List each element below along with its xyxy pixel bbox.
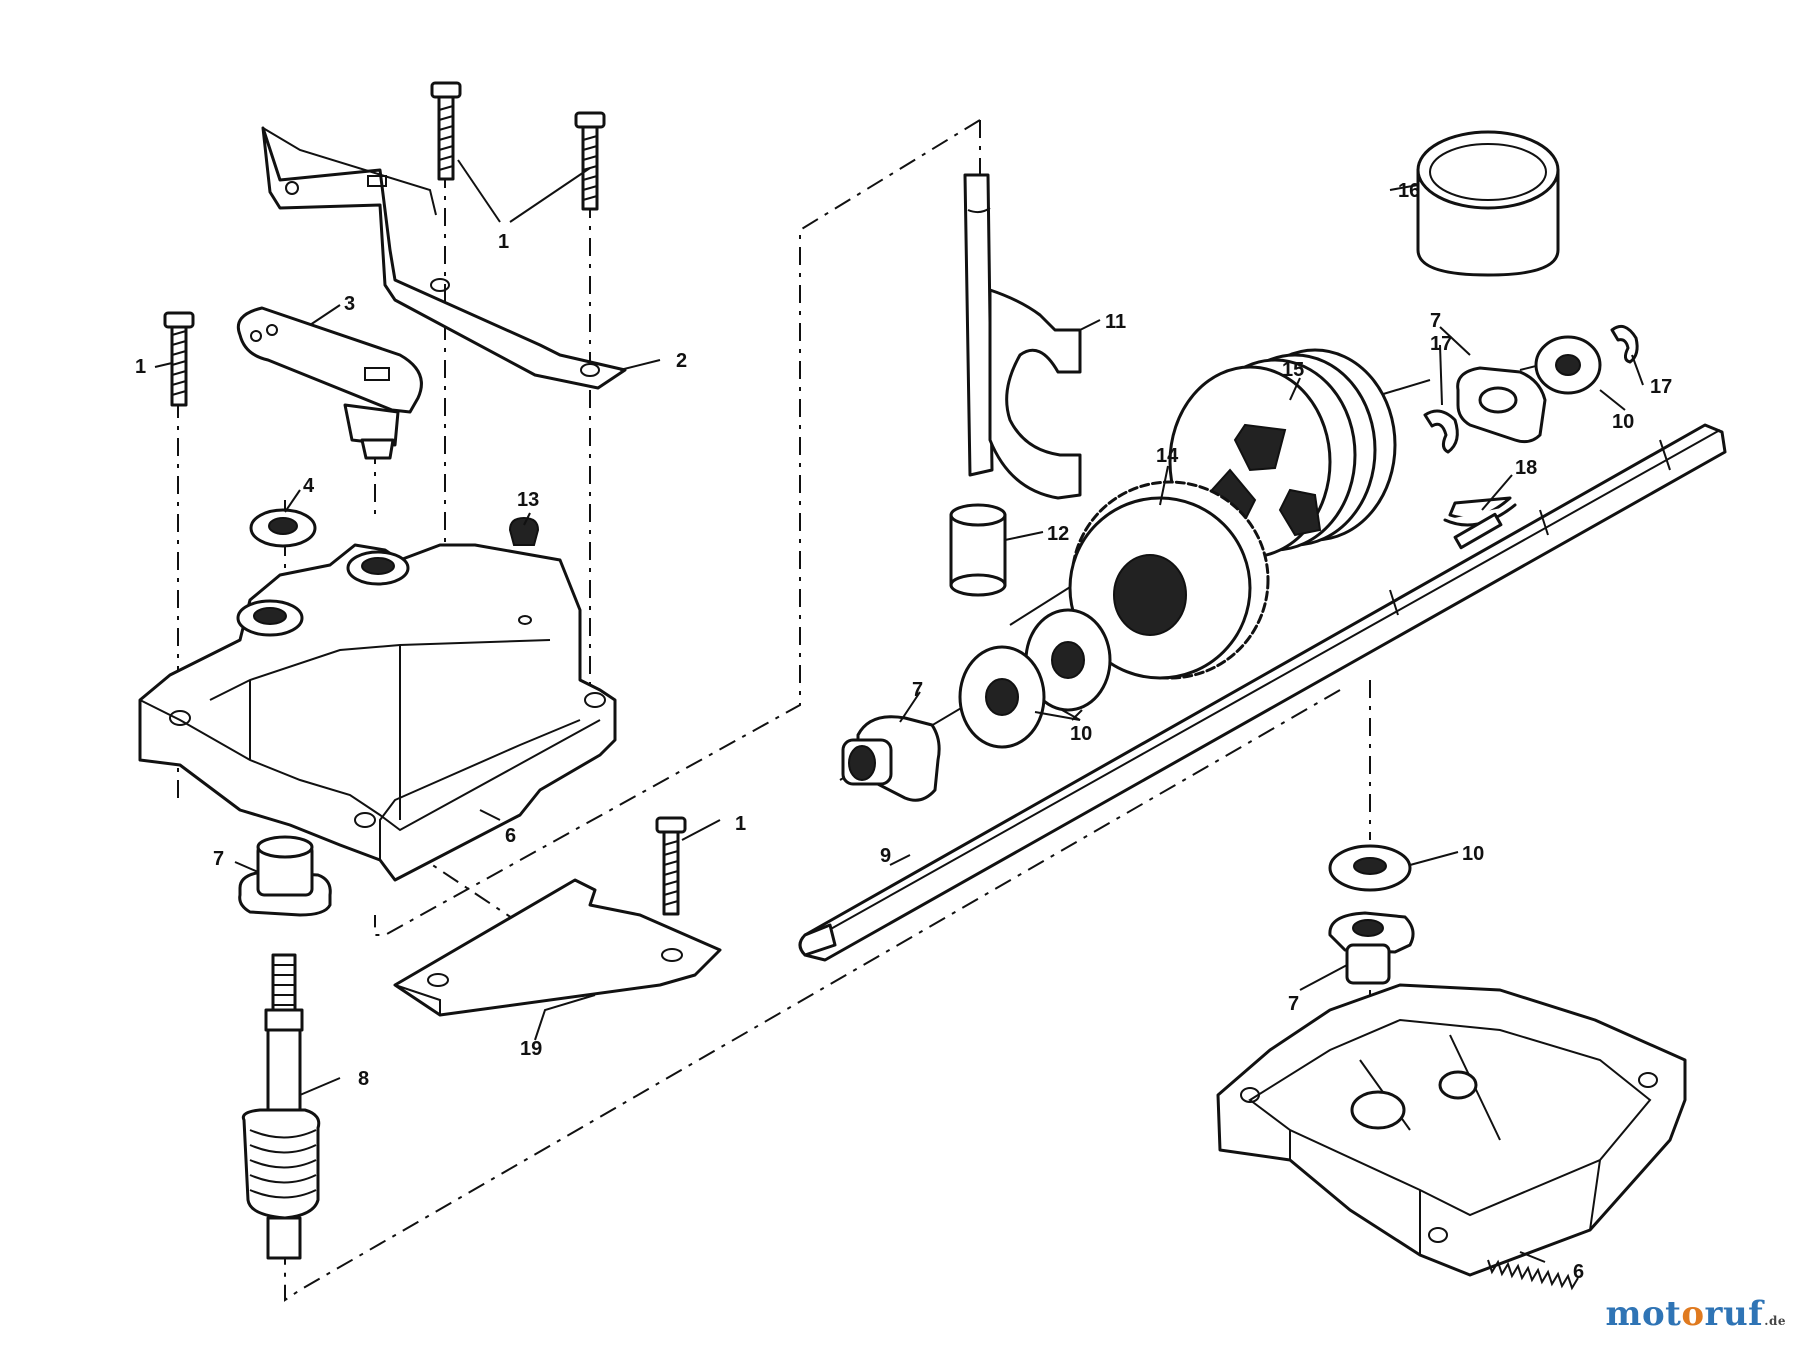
part-13-plug: [508, 516, 540, 546]
part-11-fork: [963, 173, 1082, 500]
part-2-bracket: [261, 126, 627, 390]
screw-1-top-a: [430, 81, 462, 181]
callout-7-right-top: 7: [1430, 310, 1441, 332]
part-16-cup: [1416, 130, 1560, 277]
part-15-pulley: [1168, 348, 1397, 559]
part-6-lower-housing: [1216, 983, 1687, 1291]
part-17-clip-top: [1610, 324, 1639, 364]
watermark-tld: .de: [1764, 1314, 1786, 1328]
callout-7-lower-right: 7: [1288, 993, 1299, 1015]
part-6-upper-housing: [138, 543, 617, 882]
callout-10-center: 10: [1070, 723, 1092, 745]
callout-12: 12: [1047, 523, 1069, 545]
screw-1-bottom: [655, 816, 687, 916]
watermark-logo: motoruf.de: [1605, 1294, 1786, 1334]
callout-8: 8: [358, 1068, 369, 1090]
part-4-washer: [249, 508, 317, 548]
callout-3: 3: [344, 293, 355, 315]
callout-1-top: 1: [498, 231, 509, 253]
callout-2: 2: [676, 350, 687, 372]
part-14-gear: [1068, 480, 1270, 680]
callout-7-center: 7: [912, 679, 923, 701]
part-8-worm-shaft: [241, 953, 321, 1260]
callout-14: 14: [1156, 445, 1179, 467]
part-17-clip-mid: [1423, 409, 1459, 454]
callout-11: 11: [1105, 311, 1126, 333]
part-10-washer-right-top: [1534, 335, 1602, 395]
callout-18: 18: [1515, 457, 1537, 479]
callout-17-mid: 17: [1430, 333, 1452, 355]
part-19-plate: [393, 878, 722, 1017]
watermark-part-1: mot: [1605, 1294, 1682, 1334]
screw-1-top-b: [574, 111, 606, 211]
callout-16: 16: [1398, 180, 1420, 202]
part-18-key: [1443, 496, 1517, 527]
callout-4: 4: [303, 475, 315, 497]
part-3-lever: [236, 306, 423, 460]
part-10-washer-lower-right: [1328, 844, 1412, 892]
callout-10-lower-right: 10: [1462, 843, 1484, 865]
callout-6-upper: 6: [505, 825, 516, 847]
callout-6-lower: 6: [1573, 1261, 1584, 1283]
part-7-bushing-center: [841, 715, 941, 802]
callout-17-right: 17: [1650, 376, 1672, 398]
callout-15: 15: [1282, 359, 1304, 381]
screw-1-left: [163, 311, 195, 407]
part-9-shaft: [798, 423, 1727, 962]
callout-7-left: 7: [213, 848, 224, 870]
watermark-part-2: o: [1681, 1294, 1705, 1334]
watermark-part-3: ruf: [1704, 1294, 1764, 1334]
callout-labels: 1 1 1 2 3 4 6 6 7 7 7 7 8 9 10 10 10 11 …: [135, 180, 1672, 1283]
part-7-bushing-lower-right: [1328, 911, 1415, 985]
part-12-spacer: [949, 503, 1007, 597]
part-7-bushing-left: [238, 835, 332, 917]
leader-lines: [154, 159, 1644, 1263]
part-7-bushing-right-top: [1456, 366, 1547, 444]
callout-1-left: 1: [135, 356, 146, 378]
callout-19: 19: [520, 1038, 542, 1060]
callout-10-right-top: 10: [1612, 411, 1634, 433]
callout-9: 9: [880, 845, 891, 867]
callout-13: 13: [517, 489, 539, 511]
part-10-washer-center-b: [958, 645, 1046, 749]
callout-1-bottom: 1: [735, 813, 746, 835]
